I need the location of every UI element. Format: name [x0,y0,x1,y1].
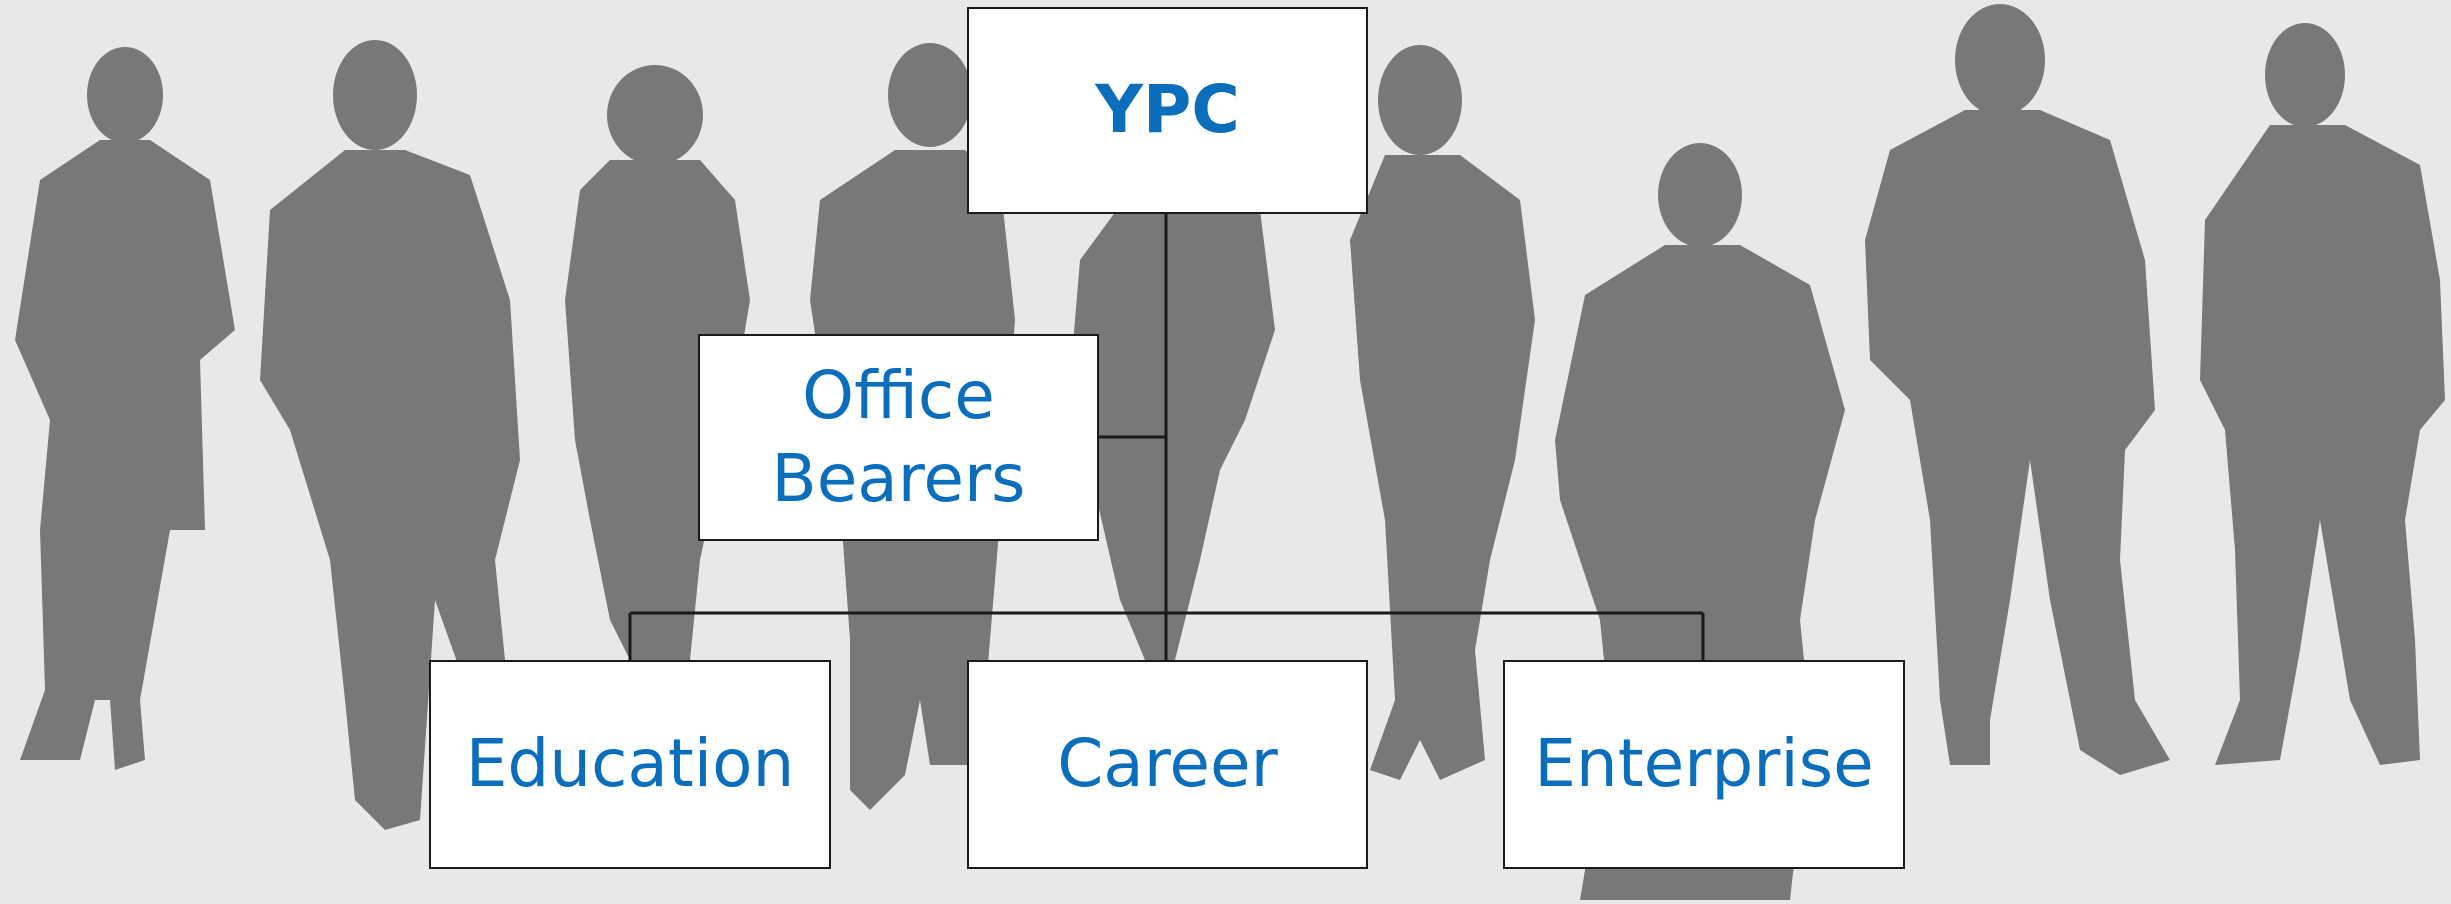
org-node-education: Education [429,660,831,869]
org-node-career: Career [967,660,1368,869]
org-node-career-label: Career [1057,725,1278,803]
org-node-ypc-label: YPC [1095,71,1240,149]
silhouette-person-3 [565,65,750,680]
org-node-ypc: YPC [967,7,1368,214]
silhouette-person-8 [1865,4,2170,775]
org-node-enterprise: Enterprise [1503,660,1905,869]
org-node-office-bearers: Office Bearers [698,334,1099,541]
silhouette-person-9 [2200,23,2445,765]
silhouette-person-1 [15,47,235,770]
org-node-enterprise-label: Enterprise [1534,725,1874,803]
org-chart-connectors [628,214,1705,661]
org-node-office-bearers-label-line1: Office [802,357,995,434]
silhouette-person-6 [1350,45,1535,780]
silhouette-person-2 [260,40,520,830]
org-node-education-label: Education [465,725,795,803]
org-node-office-bearers-label-line2: Bearers [771,439,1026,517]
